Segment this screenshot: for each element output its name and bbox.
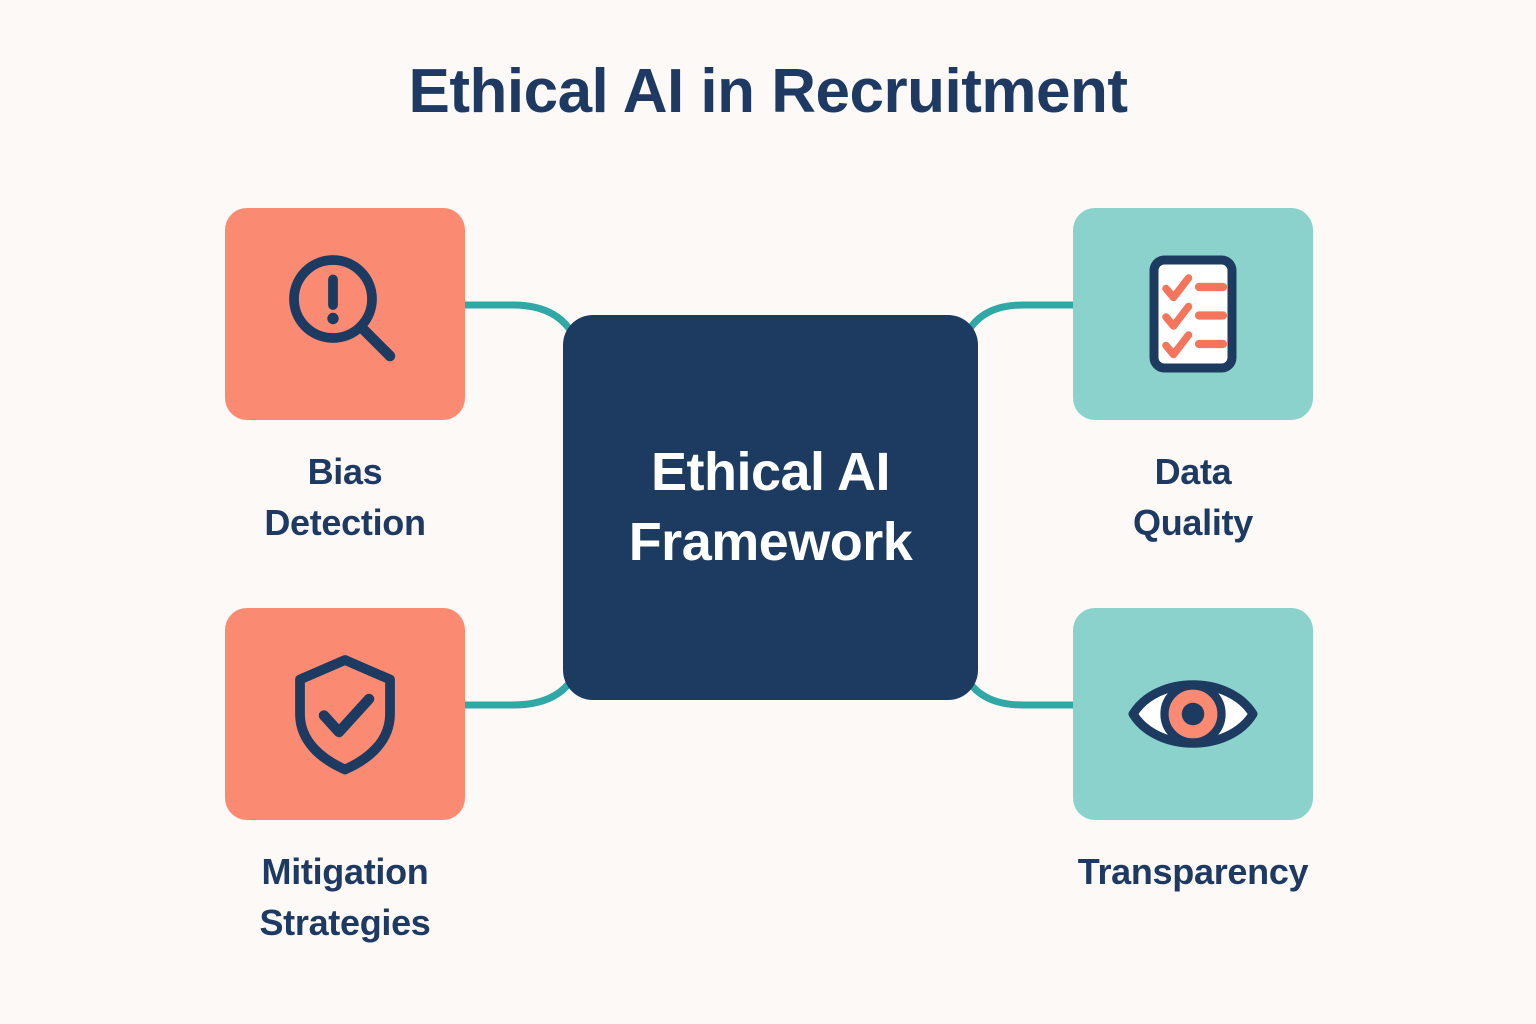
node-transparency-tile bbox=[1073, 608, 1313, 820]
central-hub-label: Ethical AI Framework bbox=[628, 442, 913, 572]
node-mitigation-strategies-label: Mitigation Strategies bbox=[259, 851, 431, 944]
node-transparency[interactable]: Transparency bbox=[1043, 608, 1343, 897]
node-data-quality-tile bbox=[1073, 208, 1313, 420]
node-mitigation-strategies-tile bbox=[225, 608, 465, 820]
magnifier-alert-icon bbox=[289, 255, 396, 362]
eye-icon bbox=[1128, 680, 1258, 748]
central-hub-node[interactable]: Ethical AI Framework bbox=[563, 315, 978, 700]
node-bias-detection-label: Bias Detection bbox=[264, 451, 426, 544]
shield-check-icon bbox=[295, 655, 395, 775]
node-bias-detection[interactable]: Bias Detection bbox=[195, 208, 495, 548]
node-data-quality[interactable]: Data Quality bbox=[1043, 208, 1343, 548]
node-bias-detection-tile bbox=[225, 208, 465, 420]
node-mitigation-strategies[interactable]: Mitigation Strategies bbox=[195, 608, 495, 948]
node-data-quality-label: Data Quality bbox=[1133, 451, 1253, 544]
page-title: Ethical AI in Recruitment bbox=[408, 57, 1129, 126]
checklist-clipboard-icon bbox=[1149, 255, 1237, 373]
node-transparency-label: Transparency bbox=[1077, 851, 1309, 892]
